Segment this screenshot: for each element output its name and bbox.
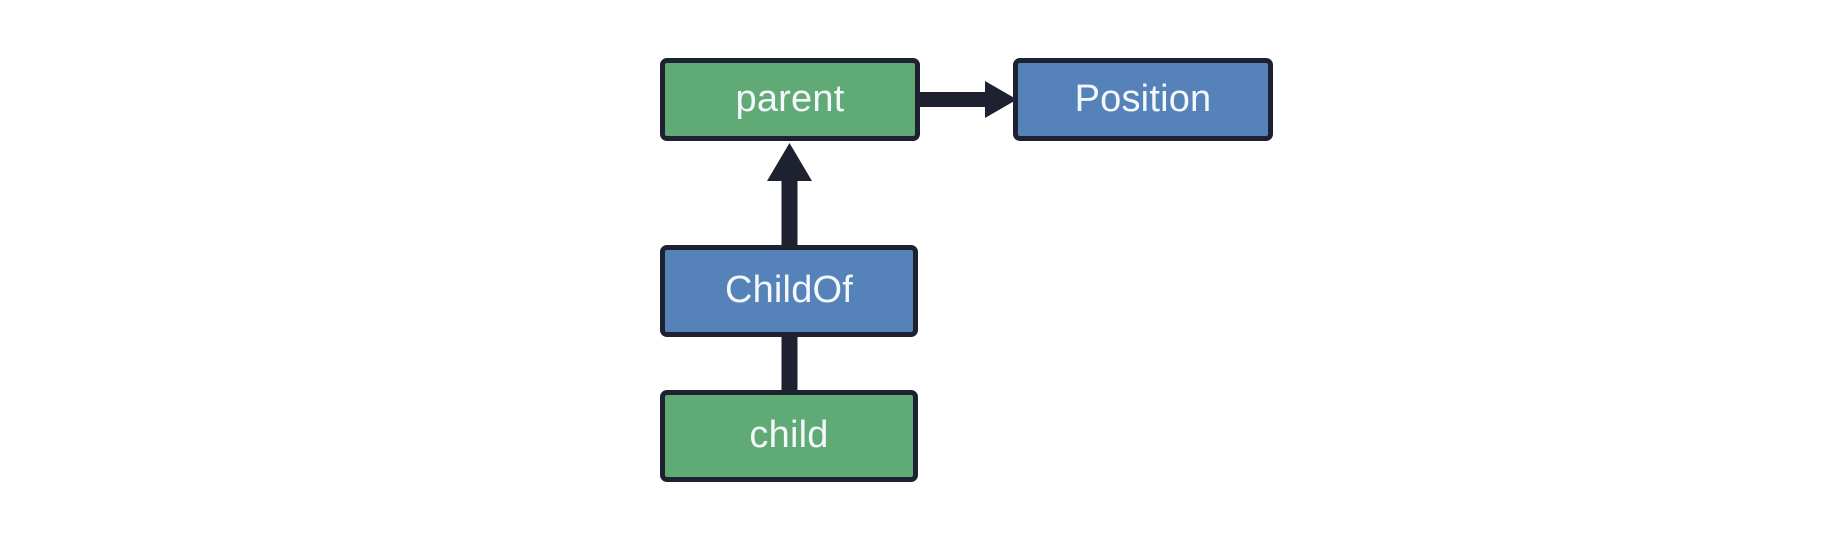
node-position[interactable]: Position [1013,58,1273,141]
edge-child-to-childof [781,333,798,395]
node-position-label: Position [1074,77,1212,120]
node-childof-label: ChildOf [724,269,854,311]
node-parent-label: parent [735,77,845,120]
edge-parent-to-position [920,81,1017,118]
node-parent[interactable]: parent [660,58,920,141]
node-childof[interactable]: ChildOf [660,245,918,337]
node-child[interactable]: child [660,390,918,482]
edge-childof-to-parent [767,143,812,248]
node-child-label: child [749,414,829,456]
